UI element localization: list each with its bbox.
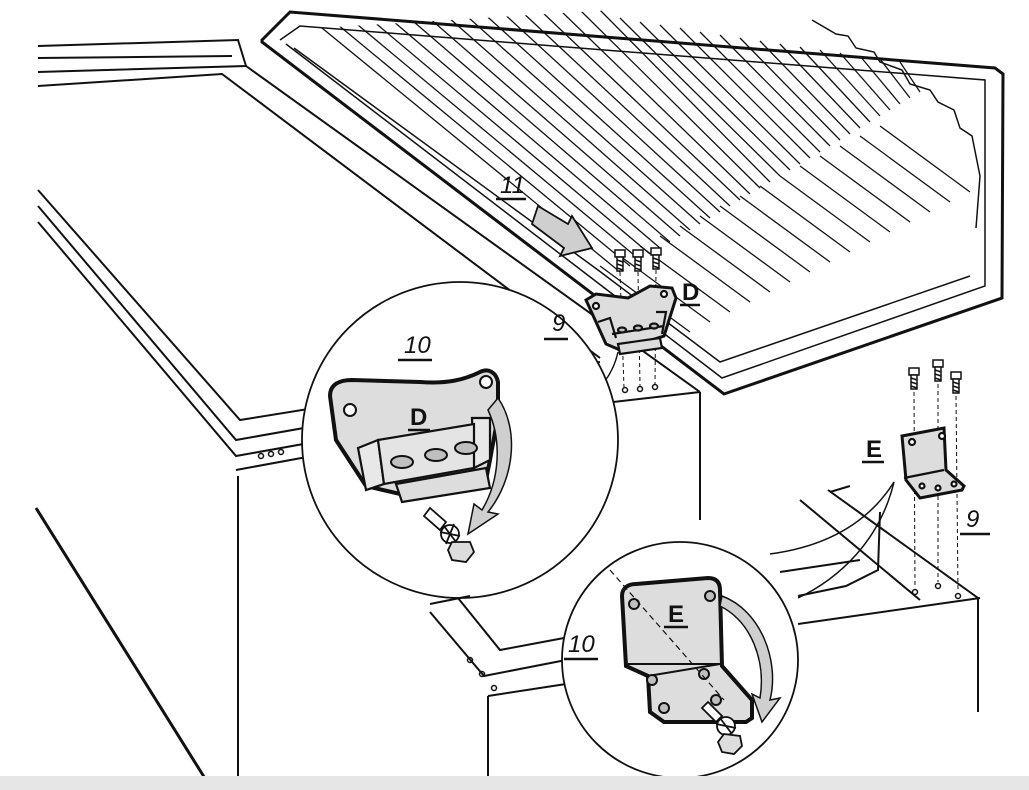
cabinet-screw-holes [257, 383, 659, 460]
zoom-callout-d [301, 281, 619, 599]
step-9-label-left: 9 [552, 310, 565, 337]
slide-direction-arrow [530, 204, 594, 258]
zoom-callout-e [561, 481, 895, 779]
bracket-e-small [900, 426, 966, 500]
part-e-label-main: E [866, 436, 882, 463]
step-11-label: 11 [500, 172, 525, 199]
bracket-d-small [584, 284, 678, 356]
footer-bar [0, 776, 1029, 790]
part-e-label-zoom: E [668, 601, 684, 628]
part-d-label-zoom: D [410, 404, 427, 431]
right-cabinet-holes [466, 582, 962, 692]
freezer-cabinet [34, 38, 701, 781]
freezer-lid [260, 10, 1005, 396]
step-10-label-right: 10 [568, 631, 595, 658]
step-9-label-right: 9 [966, 506, 979, 533]
labels: 11 9 10 D D E 9 E 10 [398, 172, 990, 661]
part-d-label-main: D [682, 279, 699, 306]
screws-for-d [614, 247, 662, 272]
screws-for-e [908, 359, 962, 394]
step-10-label-left: 10 [404, 332, 431, 359]
